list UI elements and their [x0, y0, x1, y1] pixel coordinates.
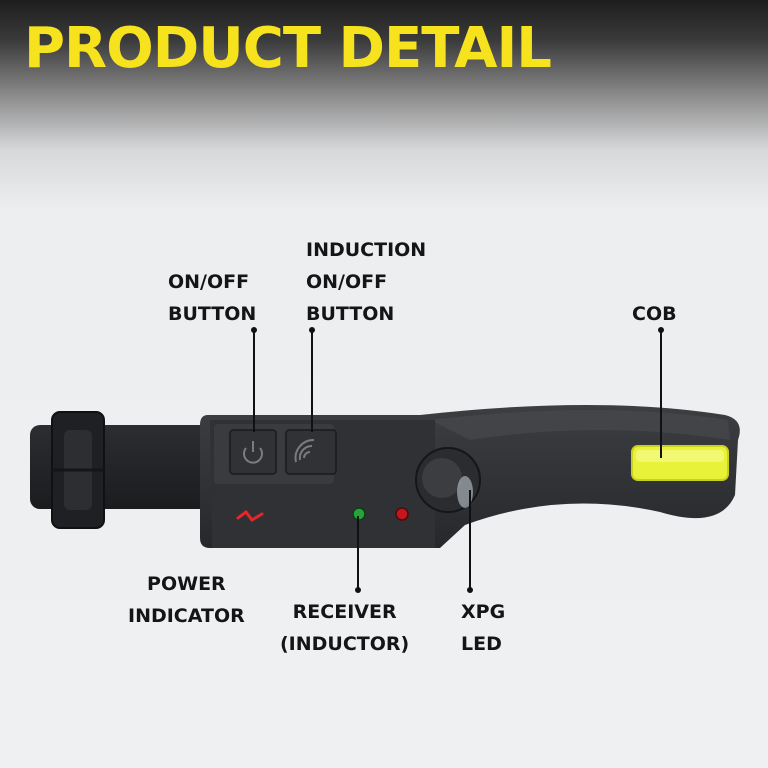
label-onoff-button: ON/OFF BUTTON [168, 271, 257, 325]
xpg-led [415, 447, 481, 513]
callout-dots [251, 327, 664, 593]
label-induction-button: INDUCTION ON/OFF BUTTON [306, 239, 427, 325]
on-off-button [229, 429, 277, 475]
label-receiver: RECEIVER (INDUCTOR) [280, 601, 410, 655]
red-led [395, 507, 409, 521]
callout-lines [253, 330, 662, 590]
wave-icon [294, 438, 315, 463]
page-title: PRODUCT DETAIL [24, 16, 552, 81]
head-strap [30, 411, 220, 529]
induction-button [285, 429, 337, 475]
label-xpg-led: XPG LED [461, 601, 506, 655]
power-indicator-light [236, 509, 264, 522]
power-icon [243, 441, 263, 464]
label-cob: COB [632, 303, 677, 325]
label-power-indicator: POWER INDICATOR [128, 573, 245, 627]
